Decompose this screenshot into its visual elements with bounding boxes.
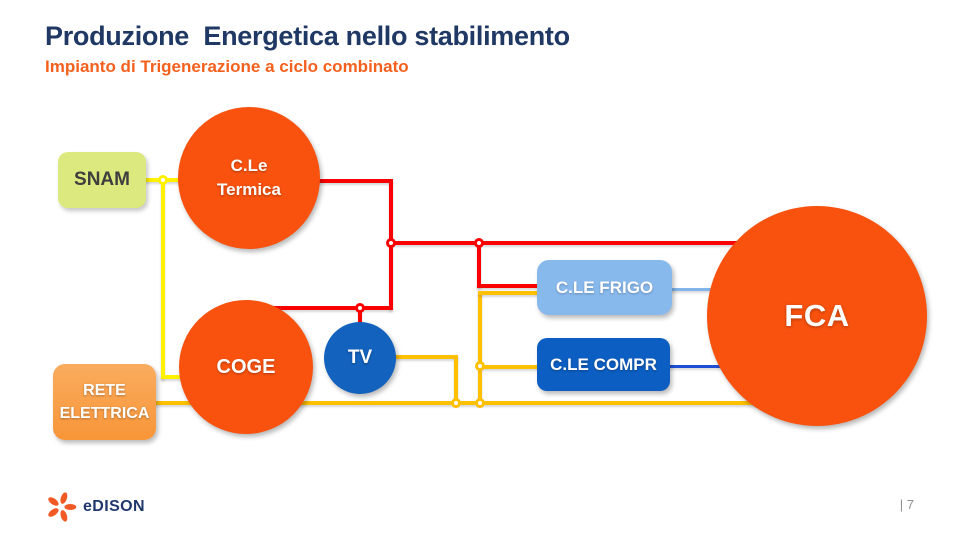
node-snam: SNAM bbox=[58, 152, 146, 208]
line-red-main-to-fca bbox=[389, 241, 759, 245]
node-rete-elettrica: RETE ELETTRICA bbox=[53, 364, 156, 440]
edison-logo-text: eDISON bbox=[83, 498, 145, 515]
node-rete-line1: RETE bbox=[83, 382, 126, 399]
slide-subtitle: Impianto di Trigenerazione a ciclo combi… bbox=[45, 57, 409, 76]
node-cle-termica: C.Le Termica bbox=[178, 107, 320, 249]
line-gold-tv-down bbox=[454, 355, 458, 405]
line-red-to-coge bbox=[262, 306, 393, 310]
junction-red-tv bbox=[355, 303, 365, 313]
node-termica-line1: C.Le bbox=[230, 156, 268, 175]
junction-gold-bottom bbox=[475, 398, 485, 408]
junction-red-main-left bbox=[386, 238, 396, 248]
node-tv: TV bbox=[324, 322, 396, 394]
slide-title: Produzione Energetica nello stabilimento bbox=[45, 21, 570, 51]
node-cle-compr-label: C.LE COMPR bbox=[550, 354, 657, 374]
edison-logo: eDISON bbox=[43, 490, 145, 524]
node-cle-compr: C.LE COMPR bbox=[537, 338, 670, 391]
node-tv-label: TV bbox=[347, 347, 373, 368]
node-cle-frigo: C.LE FRIGO bbox=[537, 260, 672, 315]
line-gold-bottom-main bbox=[152, 401, 780, 405]
junction-gold-tv-line bbox=[451, 398, 461, 408]
line-red-to-frigo bbox=[477, 284, 541, 288]
node-fca-label: FCA bbox=[784, 298, 850, 333]
node-rete-elettrica-label: RETE ELETTRICA bbox=[60, 379, 150, 425]
line-red-termica-out bbox=[310, 179, 393, 183]
line-gold-to-frigo bbox=[478, 291, 541, 295]
junction-gold-compr bbox=[475, 361, 485, 371]
node-snam-label: SNAM bbox=[74, 169, 130, 190]
line-blue-compr-to-fca bbox=[668, 365, 726, 368]
node-coge-label: COGE bbox=[216, 355, 276, 378]
node-coge: COGE bbox=[179, 300, 313, 434]
node-termica-line2: Termica bbox=[217, 180, 281, 199]
node-rete-line2: ELETTRICA bbox=[59, 405, 150, 422]
line-red-to-tv bbox=[358, 306, 362, 326]
page-number: | 7 bbox=[899, 497, 914, 512]
junction-yellow-snam bbox=[158, 175, 168, 185]
line-gold-tv-out bbox=[390, 355, 458, 359]
node-fca: FCA bbox=[707, 206, 927, 426]
line-gold-to-compr bbox=[478, 365, 541, 369]
junction-red-main-right bbox=[474, 238, 484, 248]
line-yellow-vertical bbox=[161, 178, 165, 379]
edison-pinwheel-icon bbox=[48, 492, 77, 522]
line-gold-branch-vertical bbox=[478, 291, 482, 405]
line-red-branch-down bbox=[477, 241, 481, 288]
node-cle-frigo-label: C.LE FRIGO bbox=[555, 277, 654, 297]
line-lightblue-frigo-to-fca bbox=[668, 288, 720, 291]
node-cle-termica-label: C.Le Termica bbox=[217, 154, 281, 202]
